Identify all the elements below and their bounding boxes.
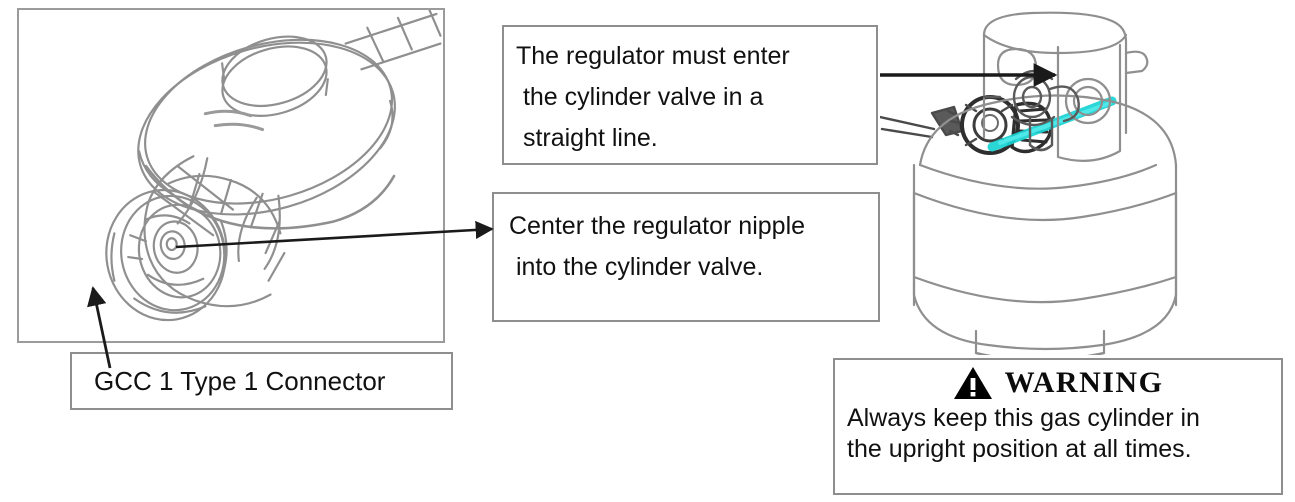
gas-cylinder-line-drawing bbox=[880, 11, 1178, 355]
label-gcc-connector: GCC 1 Type 1 Connector bbox=[70, 352, 453, 410]
warning-line: Always keep this gas cylinder in bbox=[847, 404, 1200, 432]
callout-line: the cylinder valve in a bbox=[516, 83, 764, 111]
label-text: GCC 1 Type 1 Connector bbox=[94, 366, 386, 396]
callout-center-nipple: Center the regulator nipple into the cyl… bbox=[492, 192, 880, 322]
callout-line: The regulator must enter bbox=[516, 42, 790, 70]
regulator-line-drawing bbox=[105, 10, 442, 322]
warning-panel: WARNING Always keep this gas cylinder in… bbox=[833, 358, 1283, 495]
warning-line: the upright position at all times. bbox=[847, 435, 1192, 463]
warning-body: Always keep this gas cylinder in the upr… bbox=[835, 403, 1281, 465]
regulator-illustration-panel bbox=[17, 8, 445, 343]
callout-regulator-entry: The regulator must enter the cylinder va… bbox=[502, 25, 878, 165]
callout-line: Center the regulator nipple bbox=[509, 212, 806, 240]
callout-line: into the cylinder valve. bbox=[509, 253, 764, 281]
warning-header: WARNING bbox=[835, 363, 1281, 403]
warning-title: WARNING bbox=[1004, 366, 1164, 399]
warning-triangle-icon bbox=[953, 367, 992, 399]
callout-line: straight line. bbox=[516, 124, 658, 152]
